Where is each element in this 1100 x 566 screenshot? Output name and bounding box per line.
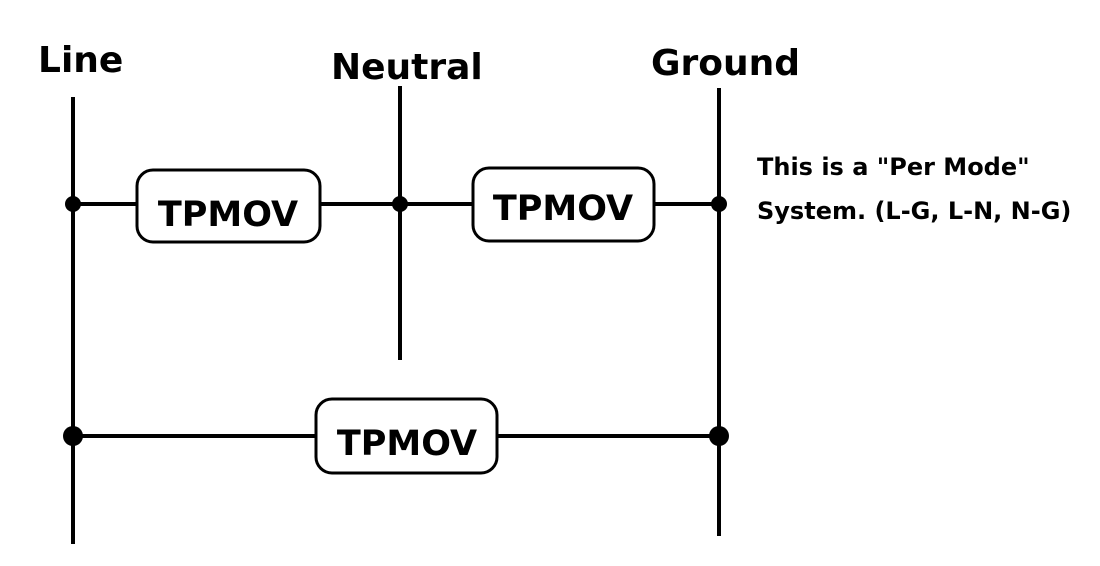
line-rail-label: Line bbox=[38, 40, 123, 81]
tpmov-box bbox=[135, 168, 322, 244]
junction-ground-lower bbox=[709, 426, 729, 446]
tpmov-box bbox=[314, 397, 499, 475]
tpmov-label: TPMOV bbox=[493, 189, 633, 229]
neutral-rail-label: Neutral bbox=[331, 47, 483, 88]
junction-line-upper bbox=[65, 196, 81, 212]
tpmov-neutral-ground: TPMOV bbox=[471, 166, 656, 243]
tpmov-line-ground: TPMOV bbox=[314, 397, 499, 475]
note-line-1: This is a "Per Mode" bbox=[757, 153, 1030, 181]
junction-ground-upper bbox=[711, 196, 727, 212]
junction-line-lower bbox=[63, 426, 83, 446]
tpmov-line-neutral: TPMOV bbox=[135, 168, 322, 244]
tpmov-label: TPMOV bbox=[337, 424, 477, 464]
ground-rail-label: Ground bbox=[651, 43, 800, 84]
tpmov-box bbox=[471, 166, 656, 243]
junction-neutral-upper bbox=[392, 196, 408, 212]
note-line-2: System. (L-G, L-N, N-G) bbox=[757, 197, 1071, 225]
tpmov-label: TPMOV bbox=[158, 195, 298, 235]
